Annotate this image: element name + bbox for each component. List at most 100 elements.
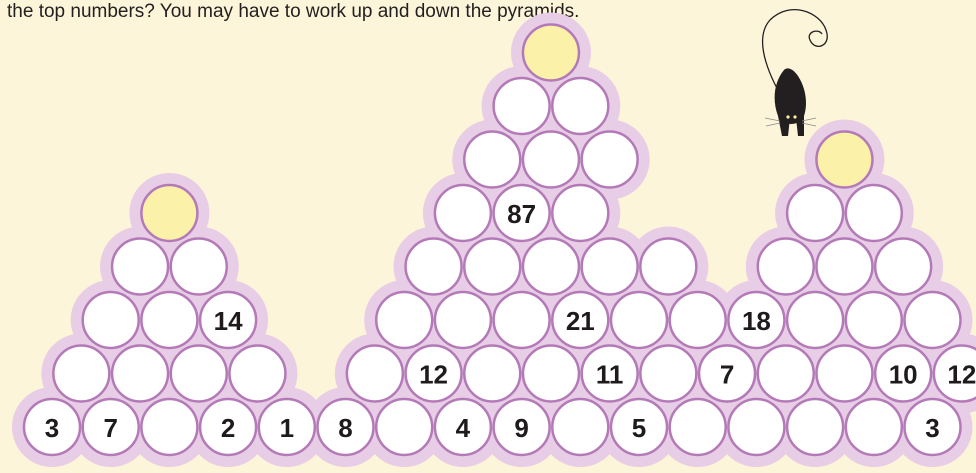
number-circle[interactable]: [376, 399, 432, 455]
right-cell[interactable]: [758, 239, 814, 295]
middle-cell[interactable]: [552, 78, 608, 134]
left-cell[interactable]: [141, 292, 197, 348]
left-cell[interactable]: [53, 346, 109, 402]
middle-cell[interactable]: [582, 132, 638, 188]
number-circle[interactable]: [582, 239, 638, 295]
number-circle[interactable]: [464, 346, 520, 402]
number-circle[interactable]: [171, 239, 227, 295]
number-circle[interactable]: [435, 292, 491, 348]
number-circle[interactable]: [816, 346, 872, 402]
number-circle[interactable]: [464, 239, 520, 295]
middle-cell[interactable]: [670, 292, 726, 348]
number-circle[interactable]: [905, 292, 961, 348]
number-circle[interactable]: [494, 78, 550, 134]
bottom-cell[interactable]: 5: [611, 399, 667, 455]
number-circle[interactable]: [640, 239, 696, 295]
number-circle[interactable]: [523, 132, 579, 188]
bottom-cell[interactable]: [141, 399, 197, 455]
number-circle[interactable]: [846, 185, 902, 241]
middle-cell[interactable]: [582, 239, 638, 295]
number-circle[interactable]: [494, 292, 550, 348]
middle-cell[interactable]: [435, 185, 491, 241]
bottom-cell[interactable]: [376, 399, 432, 455]
right-cell[interactable]: [905, 292, 961, 348]
number-circle[interactable]: [552, 78, 608, 134]
bottom-cell[interactable]: 7: [83, 399, 139, 455]
number-circle[interactable]: [846, 399, 902, 455]
right-cell[interactable]: [816, 239, 872, 295]
middle-cell[interactable]: [640, 239, 696, 295]
bottom-cell[interactable]: 3: [24, 399, 80, 455]
middle-cell[interactable]: 21: [552, 292, 608, 348]
top-answer-circle[interactable]: [816, 132, 872, 188]
bottom-cell[interactable]: 4: [435, 399, 491, 455]
right-cell[interactable]: [787, 292, 843, 348]
number-circle[interactable]: [758, 346, 814, 402]
left-cell[interactable]: [141, 185, 197, 241]
number-circle[interactable]: [141, 399, 197, 455]
number-circle[interactable]: [83, 292, 139, 348]
right-cell[interactable]: [846, 185, 902, 241]
number-circle[interactable]: [582, 132, 638, 188]
number-circle[interactable]: [229, 346, 285, 402]
number-circle[interactable]: [141, 292, 197, 348]
right-cell[interactable]: [846, 292, 902, 348]
bottom-cell[interactable]: [787, 399, 843, 455]
middle-cell[interactable]: [406, 239, 462, 295]
middle-cell[interactable]: [523, 346, 579, 402]
right-cell[interactable]: [758, 346, 814, 402]
number-circle[interactable]: [406, 239, 462, 295]
middle-cell[interactable]: [494, 292, 550, 348]
right-cell[interactable]: [816, 132, 872, 188]
right-cell[interactable]: 10: [875, 346, 931, 402]
right-cell[interactable]: [787, 185, 843, 241]
number-circle[interactable]: [640, 346, 696, 402]
right-cell[interactable]: 12: [934, 346, 976, 402]
left-cell[interactable]: [112, 346, 168, 402]
middle-cell[interactable]: [464, 346, 520, 402]
bottom-cell[interactable]: 8: [318, 399, 374, 455]
number-circle[interactable]: [112, 239, 168, 295]
bottom-cell[interactable]: 1: [259, 399, 315, 455]
number-circle[interactable]: [347, 346, 403, 402]
middle-cell[interactable]: [464, 239, 520, 295]
middle-cell[interactable]: [523, 132, 579, 188]
left-cell[interactable]: [112, 239, 168, 295]
number-circle[interactable]: [758, 239, 814, 295]
left-cell[interactable]: 14: [200, 292, 256, 348]
bottom-cell[interactable]: [728, 399, 784, 455]
number-circle[interactable]: [611, 292, 667, 348]
middle-cell[interactable]: 87: [494, 185, 550, 241]
number-circle[interactable]: [376, 292, 432, 348]
bottom-cell[interactable]: [670, 399, 726, 455]
number-circle[interactable]: [552, 185, 608, 241]
top-answer-circle[interactable]: [523, 25, 579, 81]
number-circle[interactable]: [552, 399, 608, 455]
left-cell[interactable]: [229, 346, 285, 402]
middle-cell[interactable]: [523, 25, 579, 81]
number-circle[interactable]: [171, 346, 227, 402]
middle-cell[interactable]: [552, 185, 608, 241]
left-cell[interactable]: [83, 292, 139, 348]
left-cell[interactable]: [171, 346, 227, 402]
number-circle[interactable]: [728, 399, 784, 455]
right-cell[interactable]: 18: [728, 292, 784, 348]
middle-cell[interactable]: 12: [406, 346, 462, 402]
middle-cell[interactable]: [640, 346, 696, 402]
number-circle[interactable]: [464, 132, 520, 188]
number-circle[interactable]: [787, 185, 843, 241]
bottom-cell[interactable]: 3: [905, 399, 961, 455]
number-circle[interactable]: [523, 346, 579, 402]
number-circle[interactable]: [523, 239, 579, 295]
number-circle[interactable]: [787, 399, 843, 455]
bottom-cell[interactable]: [552, 399, 608, 455]
number-circle[interactable]: [435, 185, 491, 241]
number-circle[interactable]: [816, 239, 872, 295]
middle-cell[interactable]: [523, 239, 579, 295]
bottom-cell[interactable]: [846, 399, 902, 455]
number-circle[interactable]: [787, 292, 843, 348]
middle-cell[interactable]: [464, 132, 520, 188]
left-cell[interactable]: [171, 239, 227, 295]
right-cell[interactable]: 7: [699, 346, 755, 402]
middle-cell[interactable]: 11: [582, 346, 638, 402]
